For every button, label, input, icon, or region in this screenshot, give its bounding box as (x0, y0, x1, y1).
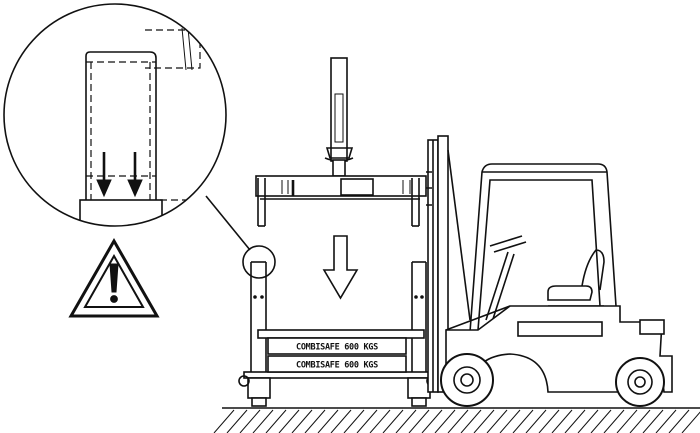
detail-magnifier-circle (3, 3, 227, 227)
load-label-plate: COMBISAFE 600 KGS (267, 337, 407, 355)
detail-target-circle (242, 245, 276, 279)
down-arrow-icon (96, 152, 112, 198)
rear-wheel (615, 357, 665, 407)
load-label-plate: COMBISAFE 600 KGS (267, 355, 407, 373)
plate-text-upper: COMBISAFE 600 KGS (296, 343, 378, 353)
front-wheel (440, 353, 494, 407)
detail-leader-line (205, 195, 251, 251)
warning-triangle-icon (68, 237, 160, 318)
ground (213, 407, 700, 433)
down-arrow-icon (322, 235, 359, 300)
forklift (426, 135, 673, 407)
plate-text-lower: COMBISAFE 600 KGS (296, 361, 378, 371)
lifting-frame: COMBISAFE 600 KGS COMBISAFE 600 KGS (238, 57, 438, 407)
down-arrow-icon (127, 152, 143, 198)
